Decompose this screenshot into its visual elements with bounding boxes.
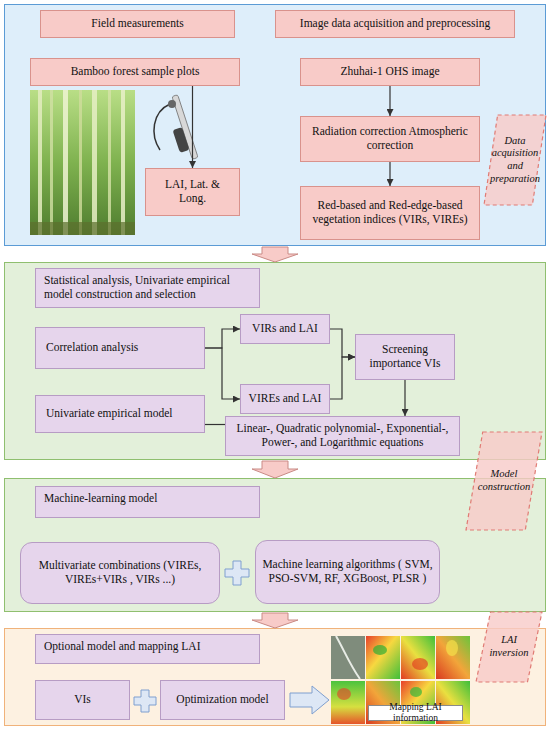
bamboo-trunk — [50, 90, 53, 235]
map-patch — [337, 688, 351, 700]
node-text: Univariate empirical model — [46, 407, 172, 421]
connector — [205, 424, 225, 425]
map-caption: Mapping LAI information — [368, 705, 463, 721]
process-box: Univariate empirical model — [35, 395, 205, 433]
stage-parallelogram: LAI inversion — [476, 612, 542, 682]
node-text: Optimization model — [176, 693, 268, 707]
node-text: Model construction — [475, 468, 533, 493]
parallelogram-outline — [484, 115, 546, 205]
process-box: Linear-, Quadratic polynomial-, Exponent… — [225, 416, 460, 456]
node-text: Machine-learning model — [44, 492, 157, 506]
node-text: Zhuhai-1 OHS image — [340, 65, 439, 79]
instrument-handle — [173, 127, 190, 153]
node-text: Optional model and mapping LAI — [44, 640, 201, 654]
node-text: Image data acquisition and preprocessing — [300, 17, 490, 31]
result-arrow — [290, 686, 329, 714]
node-text: Machine learning algorithms ( SVM, PSO-S… — [261, 558, 434, 586]
plus-symbol — [225, 561, 249, 585]
connector — [205, 329, 240, 348]
process-box: Zhuhai-1 OHS image — [300, 58, 480, 86]
instrument-cable — [154, 104, 170, 150]
lai-map — [331, 681, 365, 724]
connector — [389, 86, 390, 116]
section-header: Field measurements — [40, 10, 235, 38]
bamboo-trunk — [38, 90, 42, 235]
section-header: Image data acquisition and preprocessing — [275, 10, 515, 38]
process-box: LAI, Lat. & Long. — [145, 168, 240, 216]
lai-map — [366, 636, 400, 679]
flow-arrow — [252, 461, 298, 478]
node-text: Field measurements — [91, 17, 183, 31]
process-box: Red-based and Red-edge-based vegetation … — [300, 186, 480, 240]
flow-arrow — [252, 247, 298, 262]
node-text: Correlation analysis — [46, 341, 138, 355]
photo-background — [30, 90, 135, 235]
section-header: Optional model and mapping LAI — [35, 634, 260, 664]
connector — [205, 348, 240, 399]
connector — [330, 357, 355, 399]
parallelogram-outline — [466, 432, 542, 530]
satellite-thumbnail — [331, 636, 365, 679]
lai-instrument — [154, 95, 198, 160]
lai-map — [401, 636, 435, 679]
connector — [330, 329, 355, 357]
map-patch — [410, 687, 422, 697]
node-text: Bamboo forest sample plots — [71, 65, 200, 79]
bamboo-trunk — [92, 90, 97, 235]
bamboo-trunk — [79, 90, 82, 235]
process-box: VIRs and LAI — [240, 314, 330, 344]
bamboo-trunk — [108, 90, 111, 235]
section-header: Statistical analysis, Univariate empiric… — [35, 268, 260, 308]
node-text: Linear-, Quadratic polynomial-, Exponent… — [231, 422, 454, 450]
node-text: Screening importance VIs — [361, 343, 449, 371]
bamboo-trunk — [121, 90, 125, 235]
process-box: Radiation correction Atmospheric correct… — [300, 116, 480, 162]
node-text: Mapping LAI information — [372, 702, 459, 725]
process-box: Screening importance VIs — [355, 334, 455, 380]
satellite-road — [336, 636, 360, 679]
stage-parallelogram: Data acquisition and preparation — [484, 115, 546, 205]
connector — [192, 86, 193, 168]
process-box: VIREs and LAI — [240, 384, 330, 414]
stage-parallelogram: Model construction — [466, 432, 542, 530]
instrument-sensor — [168, 100, 176, 108]
process-box: Bamboo forest sample plots — [30, 58, 240, 86]
process-box: Multivariate combinations (VIREs, VIREs+… — [20, 542, 220, 604]
node-text: VIREs and LAI — [249, 392, 322, 406]
map-patch — [412, 658, 428, 670]
section-header: Machine-learning model — [35, 486, 260, 518]
photo-ground — [30, 222, 135, 235]
node-text: LAI inversion — [485, 634, 533, 659]
process-box: Machine learning algorithms ( SVM, PSO-S… — [255, 540, 440, 604]
flow-arrow — [252, 613, 298, 628]
lai-map — [436, 636, 470, 679]
node-text: Data acquisition and preparation — [490, 135, 540, 185]
node-text: Red-based and Red-edge-based vegetation … — [306, 199, 474, 227]
bamboo-trunk — [63, 90, 68, 235]
node-text: Radiation correction Atmospheric correct… — [306, 125, 474, 153]
node-text: VIs — [74, 693, 91, 707]
node-text: Statistical analysis, Univariate empiric… — [44, 274, 251, 302]
plus-symbol — [134, 690, 156, 712]
node-text: VIRs and LAI — [252, 322, 318, 336]
process-box: VIs — [35, 680, 130, 720]
lai-maps — [331, 636, 470, 724]
map-patch — [446, 640, 458, 656]
node-text: Multivariate combinations (VIREs, VIREs+… — [26, 559, 214, 587]
bamboo-photo — [30, 90, 135, 235]
connector — [389, 162, 390, 186]
process-box: Correlation analysis — [35, 327, 205, 369]
map-patch — [373, 645, 387, 655]
node-text: LAI, Lat. & Long. — [151, 178, 234, 206]
process-box: Optimization model — [160, 680, 285, 720]
parallelogram-outline — [476, 612, 542, 682]
connector — [404, 380, 405, 416]
